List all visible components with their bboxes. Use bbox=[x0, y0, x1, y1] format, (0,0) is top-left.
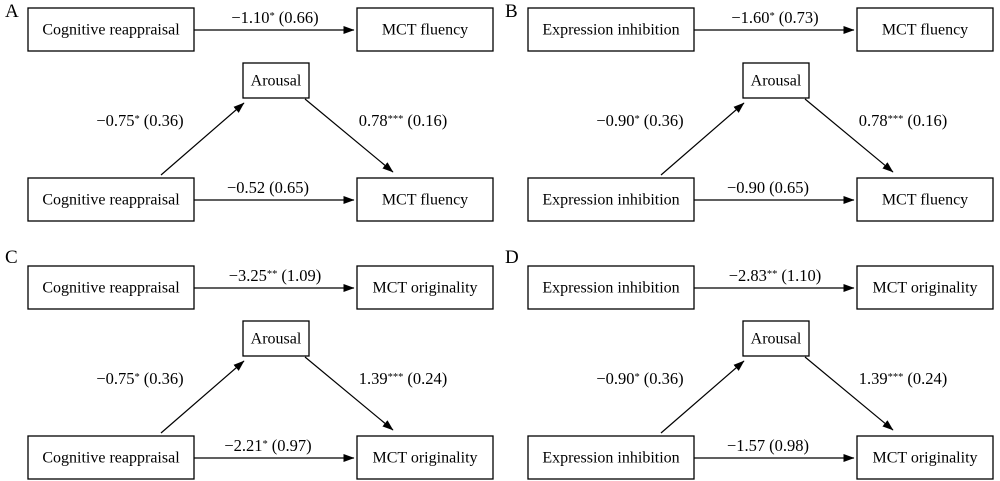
mediator-label: Arousal bbox=[251, 73, 302, 90]
c-prime-coefficient: −0.52(0.65) bbox=[227, 178, 309, 197]
predictor-label: Cognitive reappraisal bbox=[42, 192, 180, 209]
direct-model: Expression inhibition −1.60*(0.73) MCT f… bbox=[527, 7, 994, 52]
b-path-arrow bbox=[304, 356, 394, 431]
c-prime-coefficient: −0.90(0.65) bbox=[727, 178, 809, 197]
outcome-label: MCT originality bbox=[372, 280, 477, 297]
outcome-label: MCT fluency bbox=[882, 22, 968, 39]
mediation-model: Arousal −0.90*(0.36) 1.39***(0.24) Expre… bbox=[527, 320, 994, 480]
predictor-label: Expression inhibition bbox=[542, 280, 679, 297]
mediator-box bbox=[242, 320, 310, 357]
predictor-box bbox=[27, 265, 195, 310]
panel-content: Expression inhibition −2.83**(1.10) MCT … bbox=[527, 265, 994, 480]
a-path-coefficient: −0.90*(0.36) bbox=[596, 111, 683, 130]
mediator-label: Arousal bbox=[751, 73, 802, 90]
outcome-box bbox=[356, 177, 494, 222]
outcome-box bbox=[356, 7, 494, 52]
mediator-box bbox=[742, 62, 810, 99]
outcome-box bbox=[856, 265, 994, 310]
direct-coefficient: −3.25**(1.09) bbox=[229, 266, 322, 285]
mediation-model: Arousal −0.75*(0.36) 0.78***(0.16) Cogni… bbox=[27, 62, 494, 222]
panel-label: C bbox=[5, 247, 18, 268]
predictor-box bbox=[527, 265, 695, 310]
predictor-label: Cognitive reappraisal bbox=[42, 22, 180, 39]
outcome-label: MCT fluency bbox=[382, 192, 468, 209]
outcome-label: MCT originality bbox=[872, 450, 977, 467]
direct-coefficient: −1.10*(0.66) bbox=[231, 8, 318, 27]
direct-coefficient: −2.83**(1.10) bbox=[729, 266, 822, 285]
mediator-box bbox=[242, 62, 310, 99]
c-prime-coefficient: −2.21*(0.97) bbox=[224, 436, 311, 455]
predictor-label: Expression inhibition bbox=[542, 22, 679, 39]
b-path-coefficient: 1.39***(0.24) bbox=[359, 369, 448, 388]
panel-b: B Expression inhibition −1.60*(0.73) MCT… bbox=[505, 1, 994, 222]
outcome-box bbox=[356, 435, 494, 480]
panel-label: A bbox=[5, 1, 19, 22]
outcome-box bbox=[356, 265, 494, 310]
b-path-coefficient: 0.78***(0.16) bbox=[359, 111, 448, 130]
panel-a: A Cognitive reappraisal −1.10*(0.66) MCT… bbox=[5, 1, 494, 222]
panel-content: Cognitive reappraisal −3.25**(1.09) MCT … bbox=[27, 265, 494, 480]
direct-coefficient: −1.60*(0.73) bbox=[731, 8, 818, 27]
outcome-label: MCT originality bbox=[372, 450, 477, 467]
b-path-arrow bbox=[804, 356, 894, 431]
a-path-coefficient: −0.75*(0.36) bbox=[96, 111, 183, 130]
a-path-coefficient: −0.75*(0.36) bbox=[96, 369, 183, 388]
predictor-label: Expression inhibition bbox=[542, 450, 679, 467]
predictor-label: Expression inhibition bbox=[542, 192, 679, 209]
a-path-arrow bbox=[160, 360, 245, 434]
b-path-coefficient: 1.39***(0.24) bbox=[859, 369, 948, 388]
mediation-model: Arousal −0.75*(0.36) 1.39***(0.24) Cogni… bbox=[27, 320, 494, 480]
outcome-label: MCT fluency bbox=[382, 22, 468, 39]
outcome-label: MCT fluency bbox=[882, 192, 968, 209]
b-path-arrow bbox=[304, 98, 394, 173]
a-path-coefficient: −0.90*(0.36) bbox=[596, 369, 683, 388]
a-path-arrow bbox=[160, 102, 245, 176]
b-path-coefficient: 0.78***(0.16) bbox=[859, 111, 948, 130]
panel-c: C Cognitive reappraisal −3.25**(1.09) MC… bbox=[5, 247, 494, 480]
direct-model: Cognitive reappraisal −3.25**(1.09) MCT … bbox=[27, 265, 494, 310]
outcome-label: MCT originality bbox=[872, 280, 977, 297]
predictor-label: Cognitive reappraisal bbox=[42, 280, 180, 297]
predictor-box bbox=[27, 177, 195, 222]
a-path-arrow bbox=[660, 102, 745, 176]
predictor-box bbox=[527, 7, 695, 52]
mediator-label: Arousal bbox=[251, 331, 302, 348]
c-prime-coefficient: −1.57(0.98) bbox=[727, 436, 809, 455]
direct-model: Cognitive reappraisal −1.10*(0.66) MCT f… bbox=[27, 7, 494, 52]
outcome-box bbox=[856, 435, 994, 480]
panel-label: B bbox=[505, 1, 518, 22]
predictor-box bbox=[527, 435, 695, 480]
predictor-box bbox=[27, 435, 195, 480]
outcome-box bbox=[856, 7, 994, 52]
mediator-box bbox=[742, 320, 810, 357]
a-path-arrow bbox=[660, 360, 745, 434]
mediator-label: Arousal bbox=[751, 331, 802, 348]
panel-d: D Expression inhibition −2.83**(1.10) MC… bbox=[505, 247, 994, 480]
b-path-arrow bbox=[804, 98, 894, 173]
outcome-box bbox=[856, 177, 994, 222]
predictor-box bbox=[27, 7, 195, 52]
panel-label: D bbox=[505, 247, 519, 268]
predictor-box bbox=[527, 177, 695, 222]
direct-model: Expression inhibition −2.83**(1.10) MCT … bbox=[527, 265, 994, 310]
mediation-model: Arousal −0.90*(0.36) 0.78***(0.16) Expre… bbox=[527, 62, 994, 222]
predictor-label: Cognitive reappraisal bbox=[42, 450, 180, 467]
